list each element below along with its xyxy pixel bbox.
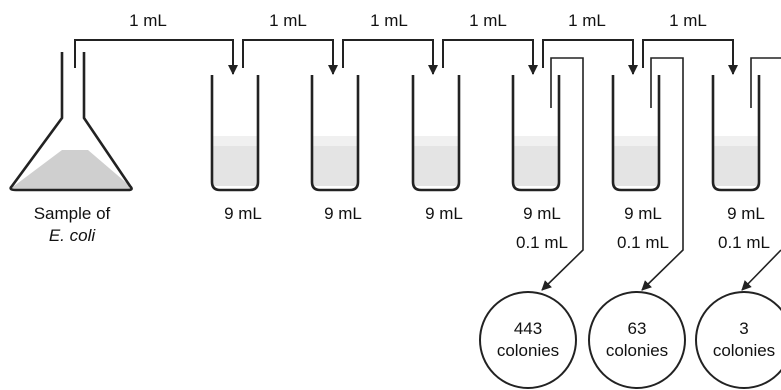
tube-6 bbox=[711, 75, 761, 192]
transfer-arrow-6 bbox=[642, 39, 738, 75]
tube-label-3: 9 mL bbox=[425, 204, 463, 223]
plating-label-3: 0.1 mL bbox=[718, 233, 770, 252]
petri-dish-3: 3 colonies bbox=[695, 291, 781, 389]
flask-icon bbox=[9, 52, 133, 192]
plating-arrow-3 bbox=[742, 57, 781, 290]
tube-1 bbox=[210, 75, 260, 192]
transfer-arrow-3 bbox=[342, 39, 438, 75]
transfer-arrow-1 bbox=[74, 39, 238, 75]
petri-dishes: 443 colonies 63 colonies 3 colonies bbox=[479, 291, 781, 389]
transfer-arrows bbox=[74, 39, 738, 75]
tube-5 bbox=[611, 75, 661, 192]
flask-label-line2: E. coli bbox=[49, 226, 97, 245]
tube-label-5: 9 mL bbox=[624, 204, 662, 223]
plating-arrow-2 bbox=[641, 57, 684, 291]
colony-unit-1: colonies bbox=[497, 341, 559, 360]
transfer-label-5: 1 mL bbox=[568, 11, 606, 30]
colony-unit-3: colonies bbox=[713, 341, 775, 360]
plating-arrow-1 bbox=[541, 57, 584, 291]
transfer-label-2: 1 mL bbox=[269, 11, 307, 30]
plating-labels: 0.1 mL 0.1 mL 0.1 mL bbox=[516, 233, 770, 252]
transfer-label-1: 1 mL bbox=[129, 11, 167, 30]
tube-labels: 9 mL 9 mL 9 mL 9 mL 9 mL 9 mL bbox=[224, 204, 765, 223]
colony-unit-2: colonies bbox=[606, 341, 668, 360]
plating-arrows bbox=[541, 57, 781, 291]
transfer-label-6: 1 mL bbox=[669, 11, 707, 30]
dilution-tubes bbox=[210, 75, 761, 192]
tube-label-4: 9 mL bbox=[523, 204, 561, 223]
petri-dish-1: 443 colonies bbox=[479, 291, 577, 389]
tube-4 bbox=[511, 75, 561, 192]
plating-label-2: 0.1 mL bbox=[617, 233, 669, 252]
petri-dish-2: 63 colonies bbox=[588, 291, 686, 389]
tube-3 bbox=[411, 75, 461, 192]
plating-label-1: 0.1 mL bbox=[516, 233, 568, 252]
transfer-arrow-4 bbox=[442, 39, 538, 75]
colony-count-3: 3 bbox=[739, 319, 748, 338]
tube-2 bbox=[310, 75, 360, 192]
tube-label-1: 9 mL bbox=[224, 204, 262, 223]
flask-label-line1: Sample of bbox=[34, 204, 111, 223]
transfer-labels: 1 mL 1 mL 1 mL 1 mL 1 mL 1 mL bbox=[129, 11, 707, 30]
transfer-label-3: 1 mL bbox=[370, 11, 408, 30]
transfer-arrow-2 bbox=[242, 39, 338, 75]
flask-label: Sample of E. coli bbox=[34, 204, 111, 245]
transfer-label-4: 1 mL bbox=[469, 11, 507, 30]
transfer-arrow-5 bbox=[542, 39, 638, 75]
colony-count-2: 63 bbox=[628, 319, 647, 338]
tube-label-2: 9 mL bbox=[324, 204, 362, 223]
colony-count-1: 443 bbox=[514, 319, 542, 338]
tube-label-6: 9 mL bbox=[727, 204, 765, 223]
